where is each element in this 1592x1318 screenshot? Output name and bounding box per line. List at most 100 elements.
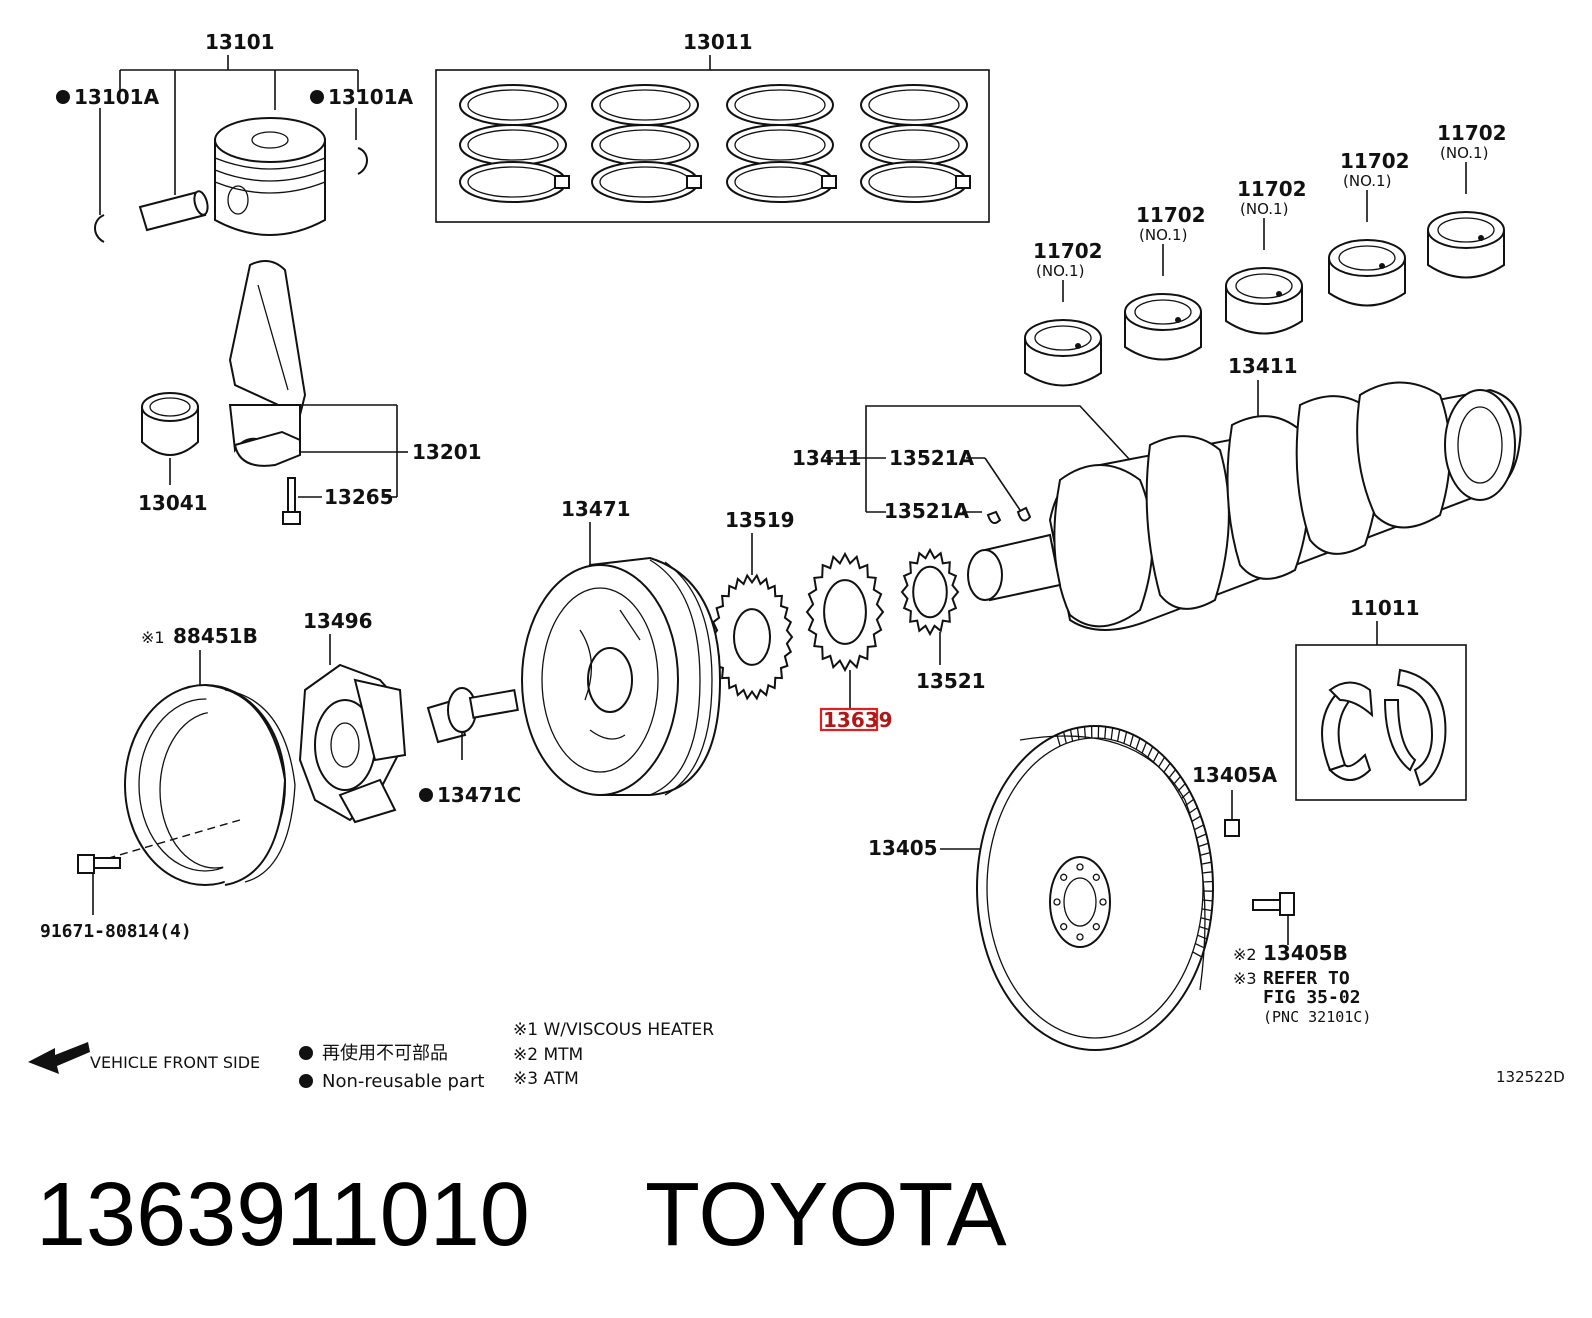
pulley-bolt-group: 13471C [419,687,521,807]
main-bearing-icon [1024,319,1102,387]
piston-icon [214,117,326,236]
legend-dot [299,1074,313,1088]
label-88451B: 88451B [173,624,258,648]
snap-ring-icon [94,214,105,243]
flywheel-icon [976,725,1214,1051]
label-11702-3: 11702 [1237,177,1307,201]
vehicle-front-side: VEHICLE FRONT SIDE [90,1053,260,1072]
front-arrow-icon [28,1042,90,1074]
label-13639: 13639 [823,708,893,732]
connecting-rod-icon [228,260,307,467]
refer-line-3: (PNC 32101C) [1263,1008,1371,1026]
brand-name: TOYOTA [645,1165,1007,1265]
label-13471C: 13471C [437,783,521,807]
piston-ring-stack-icon [591,84,702,203]
label-13101: 13101 [205,30,275,54]
gear-13519-icon [710,573,794,701]
label-13041: 13041 [138,491,208,515]
thrust-washer-box [1295,644,1467,801]
refer-mark: ※3 [1233,969,1257,988]
footer: 1363911010 TOYOTA [36,1165,1007,1265]
main-bearing-icon [1427,211,1505,279]
label-13496: 13496 [303,609,373,633]
connecting-rod-group: 13201 13265 13041 [138,260,482,525]
refer-line-1: REFER TO [1263,968,1350,989]
crank-pulley-group: 13471 [521,497,722,796]
note-3: ※3 ATM [513,1069,579,1089]
piston-ring-set: 13011 [435,30,990,223]
bearing-variant-4: (NO.1) [1343,172,1391,190]
label-11011: 11011 [1350,596,1420,620]
label-13405: 13405 [868,836,938,860]
viscous-pulley-icon [124,684,296,886]
flywheel-bolt-icon [1252,892,1295,916]
main-bearing-icon [1328,239,1406,307]
main-bearing-icon [1124,293,1202,361]
key-icon [986,506,1032,525]
label-11702-5: 11702 [1437,121,1507,145]
crank-gears: 13519 13639 13521 [710,508,986,732]
crankshaft-group: 13411 13411 13521A 13521A [792,354,1522,631]
bearing-variant-2: (NO.1) [1139,226,1187,244]
label-13011: 13011 [683,30,753,54]
label-13405B: 13405B [1263,941,1348,965]
nonreusable-dot [310,90,324,104]
snap-ring-icon [357,147,368,175]
timing-gear-13639-icon [805,551,885,673]
viscous-mark: ※1 [141,628,165,647]
label-13411-group: 13411 [792,446,862,470]
refer-line-2: FIG 35-02 [1263,987,1361,1008]
crankshaft-icon [967,381,1522,631]
label-91671-80814: 91671-80814(4) [40,921,192,942]
figure-code: 132522D [1496,1068,1565,1086]
bearing-variant-5: (NO.1) [1440,144,1488,162]
label-13101A-left: 13101A [74,85,160,109]
thrust-washer-icon [1321,668,1447,787]
flywheel-group: 13405A 13405 ※2 13405B ※3 REFER TO FIG 3… [868,725,1371,1051]
bearing-variant-1: (NO.1) [1036,262,1084,280]
piston-ring-stack-icon [726,84,837,203]
label-13521: 13521 [916,669,986,693]
label-13265: 13265 [324,485,394,509]
conrod-bearing-icon [141,392,199,456]
thrust-washer-group: 11011 [1295,596,1467,801]
label-13405A: 13405A [1192,763,1278,787]
ring-set-box [435,69,990,223]
pulley-bolt-icon [426,687,519,744]
conrod-bolt-icon [282,477,301,525]
label-13471: 13471 [561,497,631,521]
crank-gear-13521-icon [900,547,960,637]
label-13101A-right: 13101A [328,85,414,109]
legend-nonreusable-jp: 再使用不可部品 [322,1043,448,1064]
bearing-variant-3: (NO.1) [1240,200,1288,218]
label-11702-1: 11702 [1033,239,1103,263]
crank-pulley-icon [521,556,722,796]
label-11702-4: 11702 [1340,149,1410,173]
piston-pin-icon [138,190,209,232]
highlight-box [819,707,879,732]
note-1: ※1 W/VISCOUS HEATER [513,1020,714,1040]
main-bearing-icon [1225,267,1303,335]
flywheel-pin-icon [1224,819,1240,837]
damper-group: 13496 ※1 88451B 91671-80814(4) [40,609,407,942]
legend-nonreusable-en: Non-reusable part [322,1071,484,1092]
legend-dot [299,1046,313,1060]
label-13201: 13201 [412,440,482,464]
label-13521A-1: 13521A [889,446,975,470]
label-13519: 13519 [725,508,795,532]
main-bearings: 11702 (NO.1) 11702 (NO.1) 11702 (NO.1) 1… [1024,121,1507,387]
nonreusable-dot [56,90,70,104]
flywheel-bolt-mark: ※2 [1233,945,1257,964]
part-number: 1363911010 [36,1165,530,1265]
legend: VEHICLE FRONT SIDE 再使用不可部品 Non-reusable … [28,1020,1565,1092]
label-13521A-2: 13521A [884,499,970,523]
piston-ring-stack-icon [860,84,971,203]
nonreusable-dot [419,788,433,802]
note-2: ※2 MTM [513,1045,583,1065]
pulley-screw-icon [77,854,121,874]
label-13411-crank: 13411 [1228,354,1298,378]
label-11702-2: 11702 [1136,203,1206,227]
damper-icon [298,663,407,824]
